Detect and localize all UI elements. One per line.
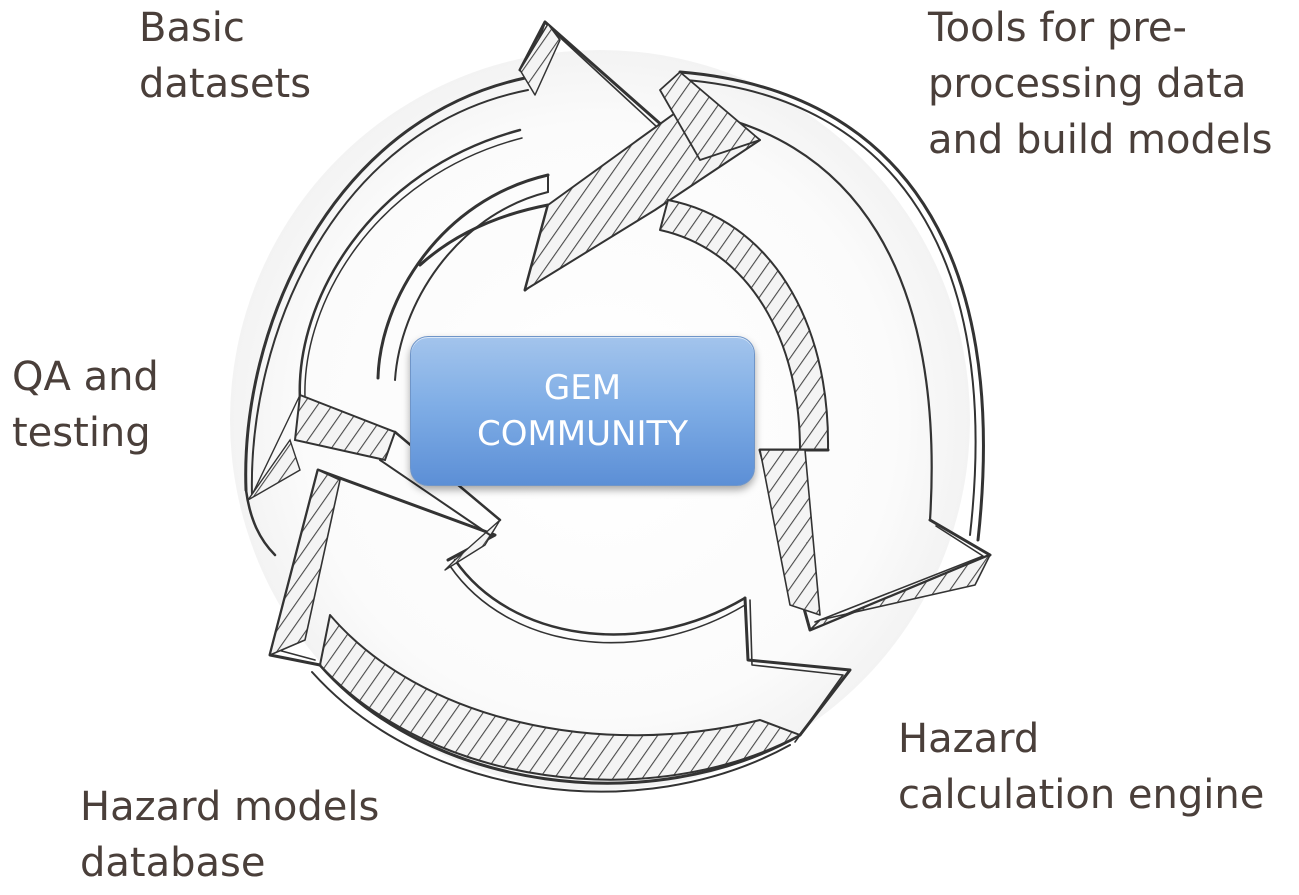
label-qa-testing-line1: QA and (12, 354, 159, 400)
label-qa-testing: QA and testing (12, 349, 159, 461)
label-tools-line2: processing data (928, 61, 1247, 107)
center-line1: GEM (543, 368, 622, 408)
label-hazard-calculation-engine: Hazard calculation engine (898, 711, 1264, 823)
label-hazard-models-line1: Hazard models (80, 784, 380, 830)
label-basic-datasets-line1: Basic (139, 5, 245, 51)
gem-community-box: GEM COMMUNITY (410, 336, 755, 486)
arrow-right (659, 70, 992, 632)
label-tools: Tools for pre- processing data and build… (928, 0, 1272, 168)
label-hazard-models-database: Hazard models database (80, 779, 379, 891)
label-hazard-models-line2: database (80, 840, 266, 886)
label-basic-datasets-line2: datasets (139, 61, 312, 107)
label-tools-line1: Tools for pre- (928, 5, 1187, 51)
label-basic-datasets: Basic datasets (139, 0, 311, 112)
label-tools-line3: and build models (928, 117, 1273, 163)
label-qa-testing-line2: testing (12, 410, 151, 456)
arrow-inner-top (376, 173, 550, 381)
label-hazard-calc-line1: Hazard (898, 716, 1040, 762)
label-hazard-calc-line2: calculation engine (898, 772, 1265, 818)
center-line2: COMMUNITY (476, 414, 689, 454)
arrow-left-band (244, 393, 502, 557)
arrow-bottom (268, 468, 852, 793)
